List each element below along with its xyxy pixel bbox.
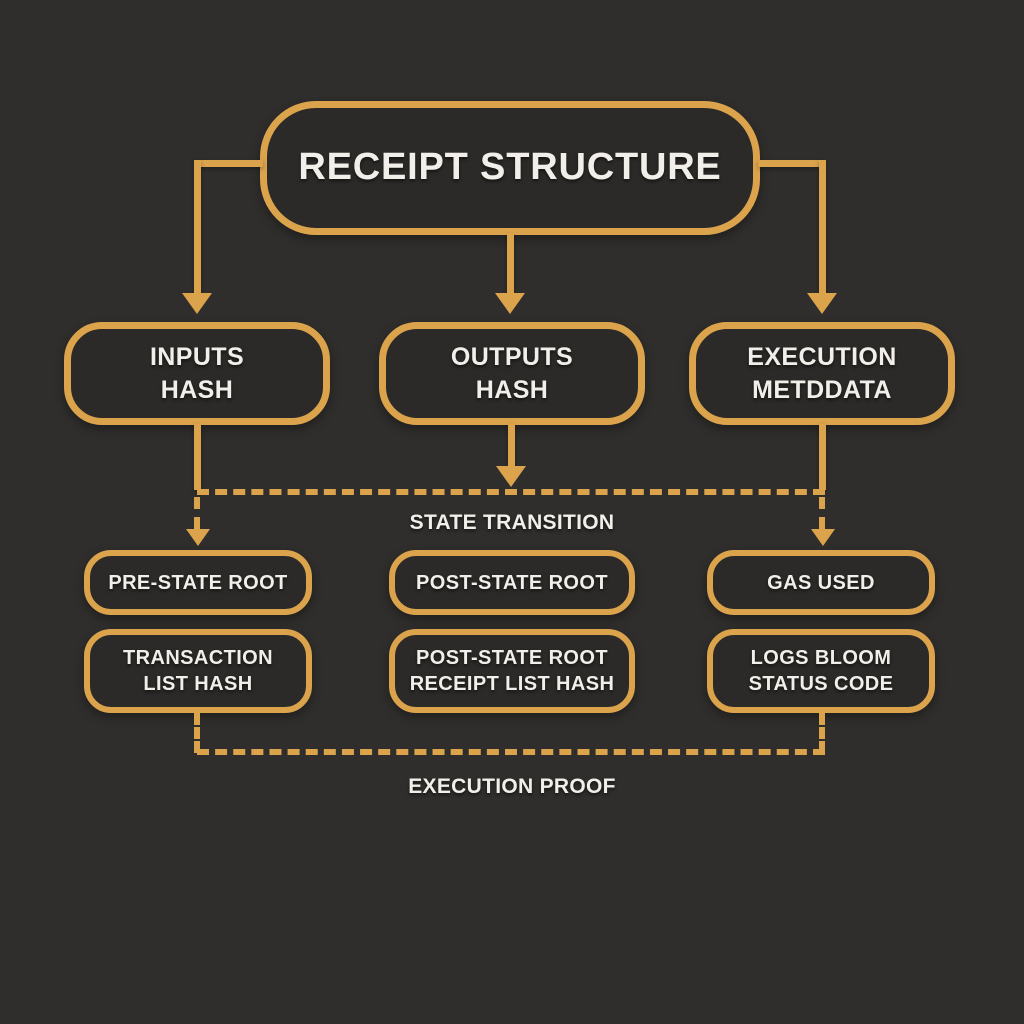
node-execution-metadata: EXECUTION METDDATA [689,322,955,425]
node-logs-bloom-status-code: LOGS BLOOM STATUS CODE [707,629,935,713]
connector-root-to-inputs-horizontal [197,160,263,167]
connector-outputs-to-rail-vertical [508,424,515,467]
node-logs-bloom-status-code-label: LOGS BLOOM STATUS CODE [748,647,894,695]
connector-root-to-metadata-vertical [819,160,826,294]
node-transaction-list-hash: TRANSACTION LIST HASH [84,629,312,713]
connector-inputs-to-rail-vertical [194,424,201,490]
node-gas-used-label: GAS USED [767,571,875,594]
node-gas-used: GAS USED [707,550,935,615]
connector-metadata-to-rail-vertical [819,424,826,490]
node-post-state-root: POST-STATE ROOT [389,550,635,615]
node-pre-state-root: PRE-STATE ROOT [84,550,312,615]
state-transition-label: STATE TRANSITION [409,511,615,534]
node-pre-state-root-label: PRE-STATE ROOT [108,571,288,594]
execution-proof-dashed-rail [197,749,825,755]
arrowhead-dashed-right-icon [811,529,835,546]
arrowhead-to-metadata-icon [807,293,837,314]
node-receipt-structure: RECEIPT STRUCTURE [260,101,760,235]
connector-root-to-metadata-horizontal [758,160,824,167]
node-transaction-list-hash-label: TRANSACTION LIST HASH [123,647,273,695]
node-receipt-structure-label: RECEIPT STRUCTURE [298,146,722,189]
dashed-drop-right [819,497,825,529]
node-post-state-root-label: POST-STATE ROOT [416,571,608,594]
node-inputs-hash: INPUTS HASH [64,322,330,425]
arrowhead-to-outputs-icon [495,293,525,314]
state-transition-dashed-rail [197,489,825,495]
arrowhead-to-inputs-icon [182,293,212,314]
connector-root-to-outputs-vertical [507,233,514,294]
node-outputs-hash-label: OUTPUTS HASH [450,343,574,404]
arrowhead-outputs-to-rail-icon [496,466,526,487]
node-receipt-list-hash-label: POST-STATE ROOT RECEIPT LIST HASH [409,647,615,695]
connector-root-to-inputs-vertical [194,160,201,294]
node-inputs-hash-label: INPUTS HASH [149,343,245,404]
execution-proof-drop-right [819,713,825,753]
execution-proof-label: EXECUTION PROOF [408,775,616,798]
arrowhead-dashed-left-icon [186,529,210,546]
node-receipt-list-hash: POST-STATE ROOT RECEIPT LIST HASH [389,629,635,713]
dashed-drop-left [194,497,200,529]
node-execution-metadata-label: EXECUTION METDDATA [747,343,897,404]
execution-proof-drop-left [194,713,200,753]
node-outputs-hash: OUTPUTS HASH [379,322,645,425]
